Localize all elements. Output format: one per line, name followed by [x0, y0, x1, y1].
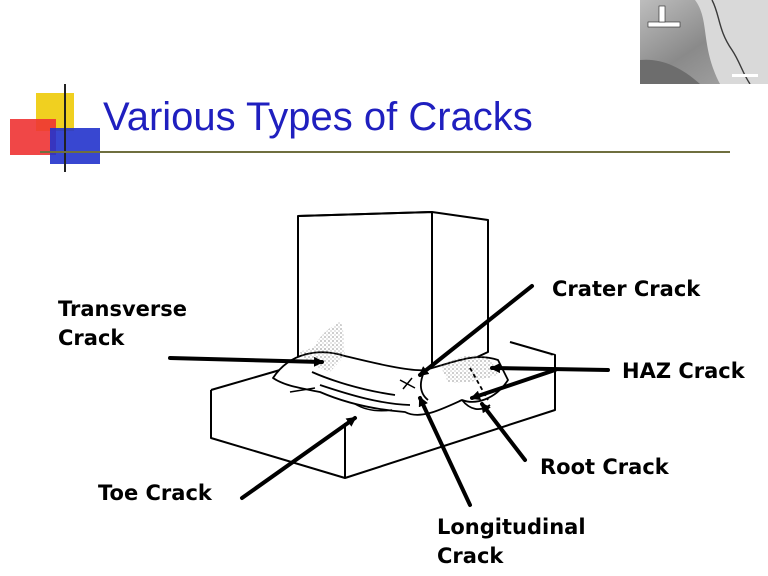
label-toe-crack: Toe Crack	[98, 481, 212, 505]
title-underline	[40, 151, 730, 153]
transverse-arrow	[168, 356, 324, 367]
label-root-crack: Root Crack	[540, 455, 669, 479]
longitudinal-arrow	[418, 396, 472, 507]
arrows	[168, 284, 610, 507]
label-haz-crack: HAZ Crack	[622, 359, 745, 383]
crater-arrow	[418, 284, 534, 377]
label-crater-crack: Crater Crack	[552, 277, 701, 301]
haz-arrow-lower	[470, 368, 557, 401]
red-accent-square	[10, 119, 56, 155]
micrograph-image	[640, 0, 768, 84]
toe-arrow	[240, 416, 357, 500]
haz-arrow-upper	[490, 363, 610, 374]
label-longitudinal-1: Longitudinal	[437, 515, 586, 539]
root-arrow	[480, 402, 527, 462]
blue-accent-square	[50, 128, 100, 164]
accent-vertical-line	[64, 84, 66, 172]
label-transverse-1: Transverse	[58, 297, 188, 321]
slide-title: Various Types of Cracks	[103, 95, 533, 139]
weld-bead	[272, 322, 509, 416]
label-longitudinal-2: Crack	[437, 544, 504, 568]
label-transverse-2: Crack	[58, 326, 125, 350]
